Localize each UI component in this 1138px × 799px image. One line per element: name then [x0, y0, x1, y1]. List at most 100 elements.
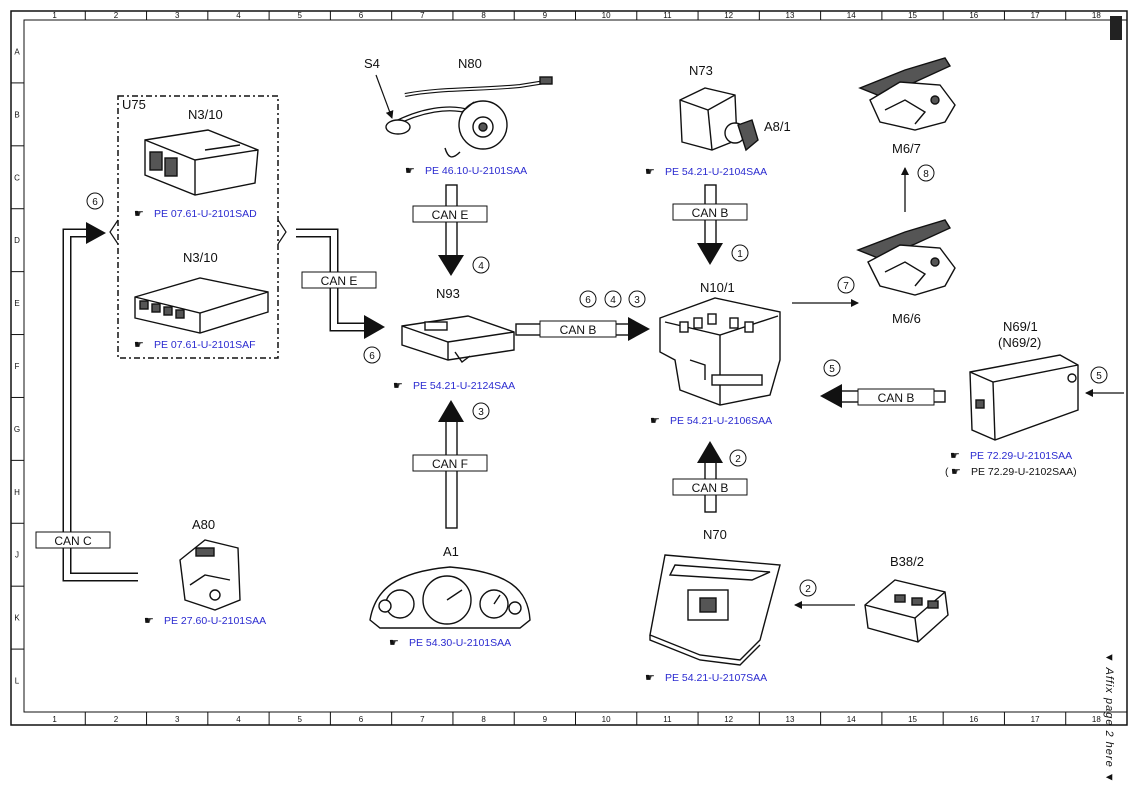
can-e-left-label: CAN E: [321, 274, 358, 288]
can-e-top-box: [412, 205, 488, 223]
grid-column-label: 8: [481, 11, 486, 20]
grid-column-label: 2: [114, 715, 119, 724]
ref-icon-n3-10-top: ☛: [134, 207, 144, 220]
step-4-bus: 4: [610, 295, 616, 306]
grid-row-label: G: [14, 425, 20, 434]
step-4-n93-circle: [472, 256, 490, 274]
step-2-n10-circle: [729, 449, 747, 467]
grid-row-label: E: [14, 299, 19, 308]
grid-column-label: 4: [236, 11, 241, 20]
grid-column-label: 6: [359, 11, 364, 20]
grid-column-label: 7: [420, 11, 425, 20]
step-6-n93-circle: [363, 346, 381, 364]
can-c-bus: [62, 222, 138, 582]
ref-n10-1: PE 54.21-U-2106SAA: [670, 415, 772, 427]
step-3-bus: 3: [634, 295, 640, 306]
diagram-inner-frame: [23, 19, 1128, 713]
u75-label: U75: [122, 97, 146, 112]
ref-n3-10-bottom: PE 07.61-U-2101SAF: [154, 339, 256, 351]
wiper-motor-m6-6-icon: [856, 219, 956, 296]
can-e-left-box: [301, 271, 377, 289]
can-b-middle-label: CAN B: [560, 323, 597, 337]
can-b-top-label: CAN B: [692, 206, 729, 220]
ref-n69-2-open: (: [945, 466, 949, 478]
n10-1-label: N10/1: [700, 280, 735, 295]
can-c-box: [35, 531, 111, 549]
grid-column-label: 3: [175, 715, 180, 724]
grid-column-label: 11: [663, 715, 672, 724]
step-6-left-circle: [86, 192, 104, 210]
grid-column-label: 9: [543, 11, 548, 20]
rain-light-sensor-icon: [864, 579, 949, 643]
grid-row-label: J: [15, 551, 19, 560]
n69-1-label: N69/1: [1003, 319, 1038, 334]
step-2-n10: 2: [735, 454, 741, 465]
step-1-n10: 1: [737, 249, 743, 260]
grid-column-label: 17: [1031, 11, 1040, 20]
grid-column-label: 16: [969, 715, 978, 724]
can-f-label: CAN F: [432, 457, 468, 471]
n70-label: N70: [703, 527, 727, 542]
grid-row-label: K: [14, 614, 20, 623]
grid-column-label: 9: [543, 715, 548, 724]
u75-brace-left: [109, 219, 119, 245]
ref-n73: PE 54.21-U-2104SAA: [665, 166, 767, 178]
can-b-right-box: [857, 388, 935, 406]
s4-label: S4: [364, 56, 380, 71]
n73-label: N73: [689, 63, 713, 78]
grid-column-label: 1: [52, 11, 57, 20]
grid-column-label: 7: [420, 715, 425, 724]
can-b-bottom-label: CAN B: [692, 481, 729, 495]
ref-n70: PE 54.21-U-2107SAA: [665, 672, 767, 684]
ref-icon-n69-2: ☛: [951, 465, 961, 478]
can-c-label: CAN C: [54, 534, 92, 548]
ignition-switch-icon: [679, 87, 759, 152]
step-7: 7: [843, 281, 849, 292]
grid-column-label: 17: [1031, 715, 1040, 724]
transmission-control-unit-icon: [134, 277, 269, 334]
ref-icon-n73: ☛: [645, 165, 655, 178]
ref-n3-10-top: PE 07.61-U-2101SAD: [154, 208, 257, 220]
grid-column-label: 15: [908, 715, 917, 724]
ref-n80: PE 46.10-U-2101SAA: [425, 165, 527, 177]
wiper-motor-m6-7-icon: [858, 57, 956, 131]
can-b-top-bus: [697, 184, 723, 265]
can-b-bottom-box: [672, 478, 748, 496]
step-5-right-circle: [1090, 366, 1108, 384]
door-control-unit-icon: [969, 354, 1079, 441]
step-2-b38-circle: [799, 579, 817, 597]
affix-page-note: ▼ Affix page 2 here ▼: [1103, 652, 1115, 784]
step-2-b38: 2: [805, 584, 811, 595]
ref-icon-n70: ☛: [645, 671, 655, 684]
central-gateway-icon: [401, 315, 515, 363]
can-b-middle-box: [539, 320, 617, 338]
ref-a1: PE 54.30-U-2101SAA: [409, 637, 511, 649]
step-6-bus-circle: [579, 290, 597, 308]
grid-row-label: A: [14, 47, 20, 56]
ref-icon-n10-1: ☛: [650, 414, 660, 427]
ref-n93: PE 54.21-U-2124SAA: [413, 380, 515, 392]
overhead-control-panel-icon: [649, 554, 781, 666]
step-5-left: 5: [829, 364, 835, 375]
a80-label: A80: [192, 517, 215, 532]
m6-7-label: M6/7: [892, 141, 921, 156]
step-5-right: 5: [1096, 371, 1102, 382]
n69-2-label: (N69/2): [998, 335, 1041, 350]
step-3-n93: 3: [478, 407, 484, 418]
grid-row-label: L: [15, 677, 20, 686]
step-6-left: 6: [92, 197, 98, 208]
ref-icon-n69-1: ☛: [950, 449, 960, 462]
can-b-top-box: [672, 203, 748, 221]
grid-column-label: 14: [847, 11, 856, 20]
grid-column-label: 5: [298, 715, 303, 724]
grid-column-label: 5: [298, 11, 303, 20]
n93-label: N93: [436, 286, 460, 301]
step-5-left-circle: [823, 359, 841, 377]
can-e-top-bus: [438, 184, 464, 276]
s4-pointer-arrow: [375, 74, 394, 119]
instrument-cluster-icon: [369, 566, 531, 629]
grid-row-label: H: [14, 488, 20, 497]
ref-icon-n80: ☛: [405, 164, 415, 177]
